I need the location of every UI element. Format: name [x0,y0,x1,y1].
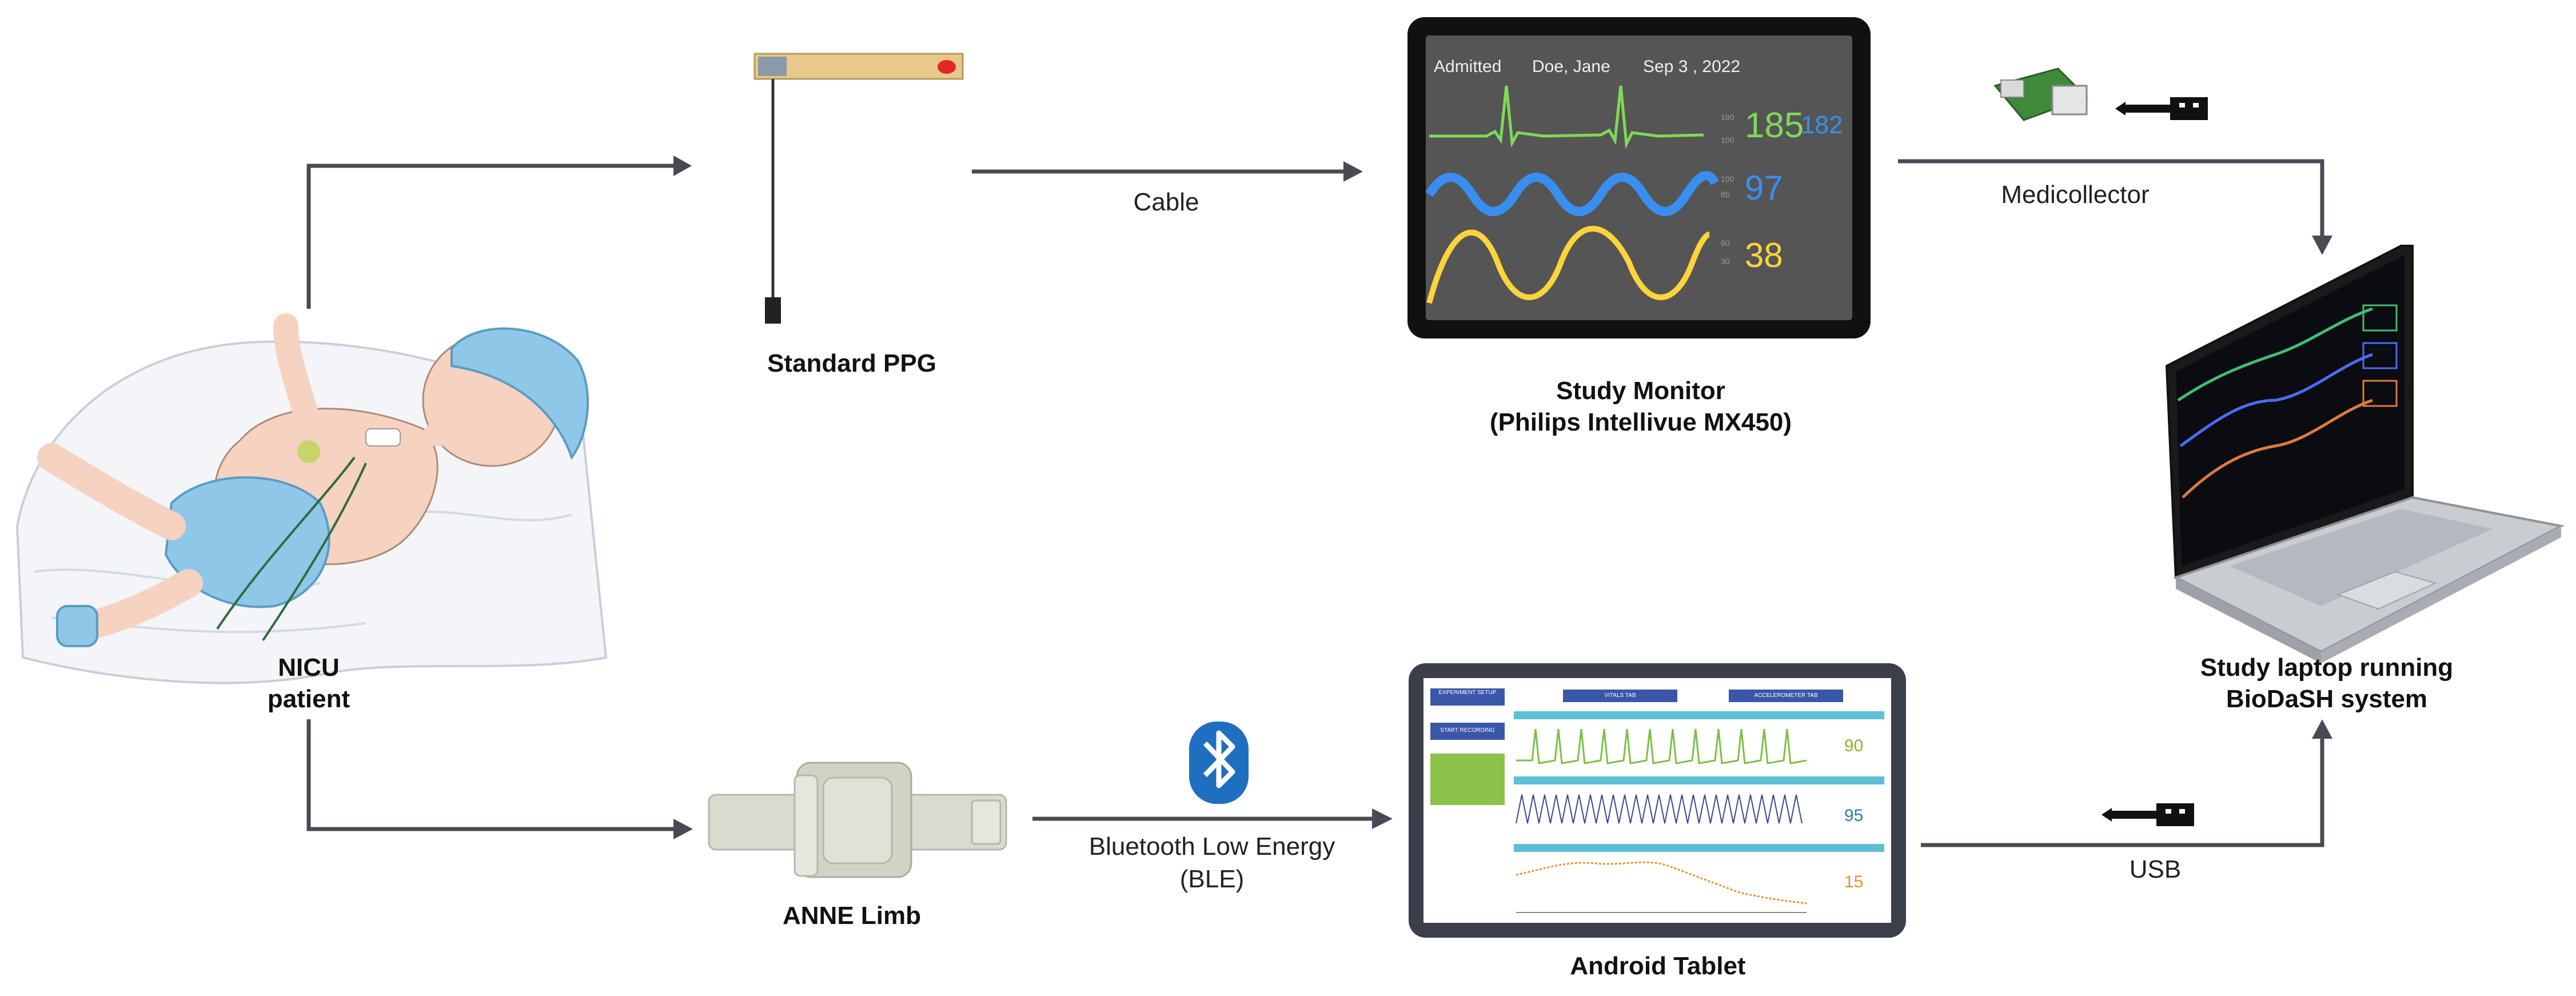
svg-text:100: 100 [1721,174,1734,184]
tablet-panel2-value: 95 [1844,806,1864,825]
arrow-monitor-to-laptop [1898,159,2324,247]
svg-text:85: 85 [1721,190,1730,199]
tablet-panel3-value: 15 [1844,873,1864,891]
svg-text:30: 30 [1721,257,1730,266]
patient-label-line1: NICU [278,654,340,682]
svg-text:60: 60 [1721,238,1730,248]
tablet-tab-vitals[interactable]: VITALS TAB [1604,692,1636,699]
svg-text:100: 100 [1721,136,1734,145]
laptop-label-line1: Study laptop running [2200,654,2454,682]
monitor-resp-value: 38 [1745,236,1783,274]
node-nicu-patient: NICU patient [240,652,377,715]
ble-label-line2: (BLE) [1179,865,1245,894]
node-standard-ppg: Standard PPG [767,349,936,377]
study-monitor-line2: (Philips Intellivue MX450) [1489,408,1792,436]
node-android-tablet: Android Tablet [1570,952,1746,980]
ble-label-line1: Bluetooth Low Energy [1088,832,1335,860]
patient-label-line2: patient [267,685,350,713]
arrow-patient-to-ppg [306,164,686,309]
node-study-monitor: Study Monitor (Philips Intellivue MX450) [1383,375,1898,438]
monitor-hr-value: 185 [1745,106,1804,145]
arrow-patient-to-anne [306,719,686,831]
node-anne-limb: ANNE Limb [783,902,921,930]
svg-text:180: 180 [1721,113,1734,122]
monitor-hr-secondary: 182 [1801,111,1843,139]
tablet-btn-setup[interactable]: EXPERIMENT SETUP [1438,690,1497,696]
laptop-label-line2: BioDaSH system [2226,685,2428,713]
monitor-patient-name: Doe, Jane [1532,57,1610,76]
monitor-date: Sep 3 , 2022 [1643,57,1741,76]
monitor-spo2-value: 97 [1745,169,1783,207]
study-monitor-line1: Study Monitor [1556,377,1725,405]
tablet-btn-recording[interactable]: START RECORDING [1440,727,1495,734]
tablet-panel1-value: 90 [1844,736,1864,755]
edge-label-usb: USB [2129,855,2182,883]
edge-label-cable: Cable [1133,188,1199,216]
edge-label-ble: Bluetooth Low Energy (BLE) [1040,830,1383,895]
node-study-laptop: Study laptop running BioDaSH system [2115,652,2538,715]
monitor-admitted: Admitted [1434,57,1502,76]
edge-label-medicollector: Medicollector [2001,181,2150,209]
tablet-tab-accelerometer[interactable]: ACCELEROMETER TAB [1754,692,1818,699]
arrow-tablet-to-laptop [1921,727,2324,847]
